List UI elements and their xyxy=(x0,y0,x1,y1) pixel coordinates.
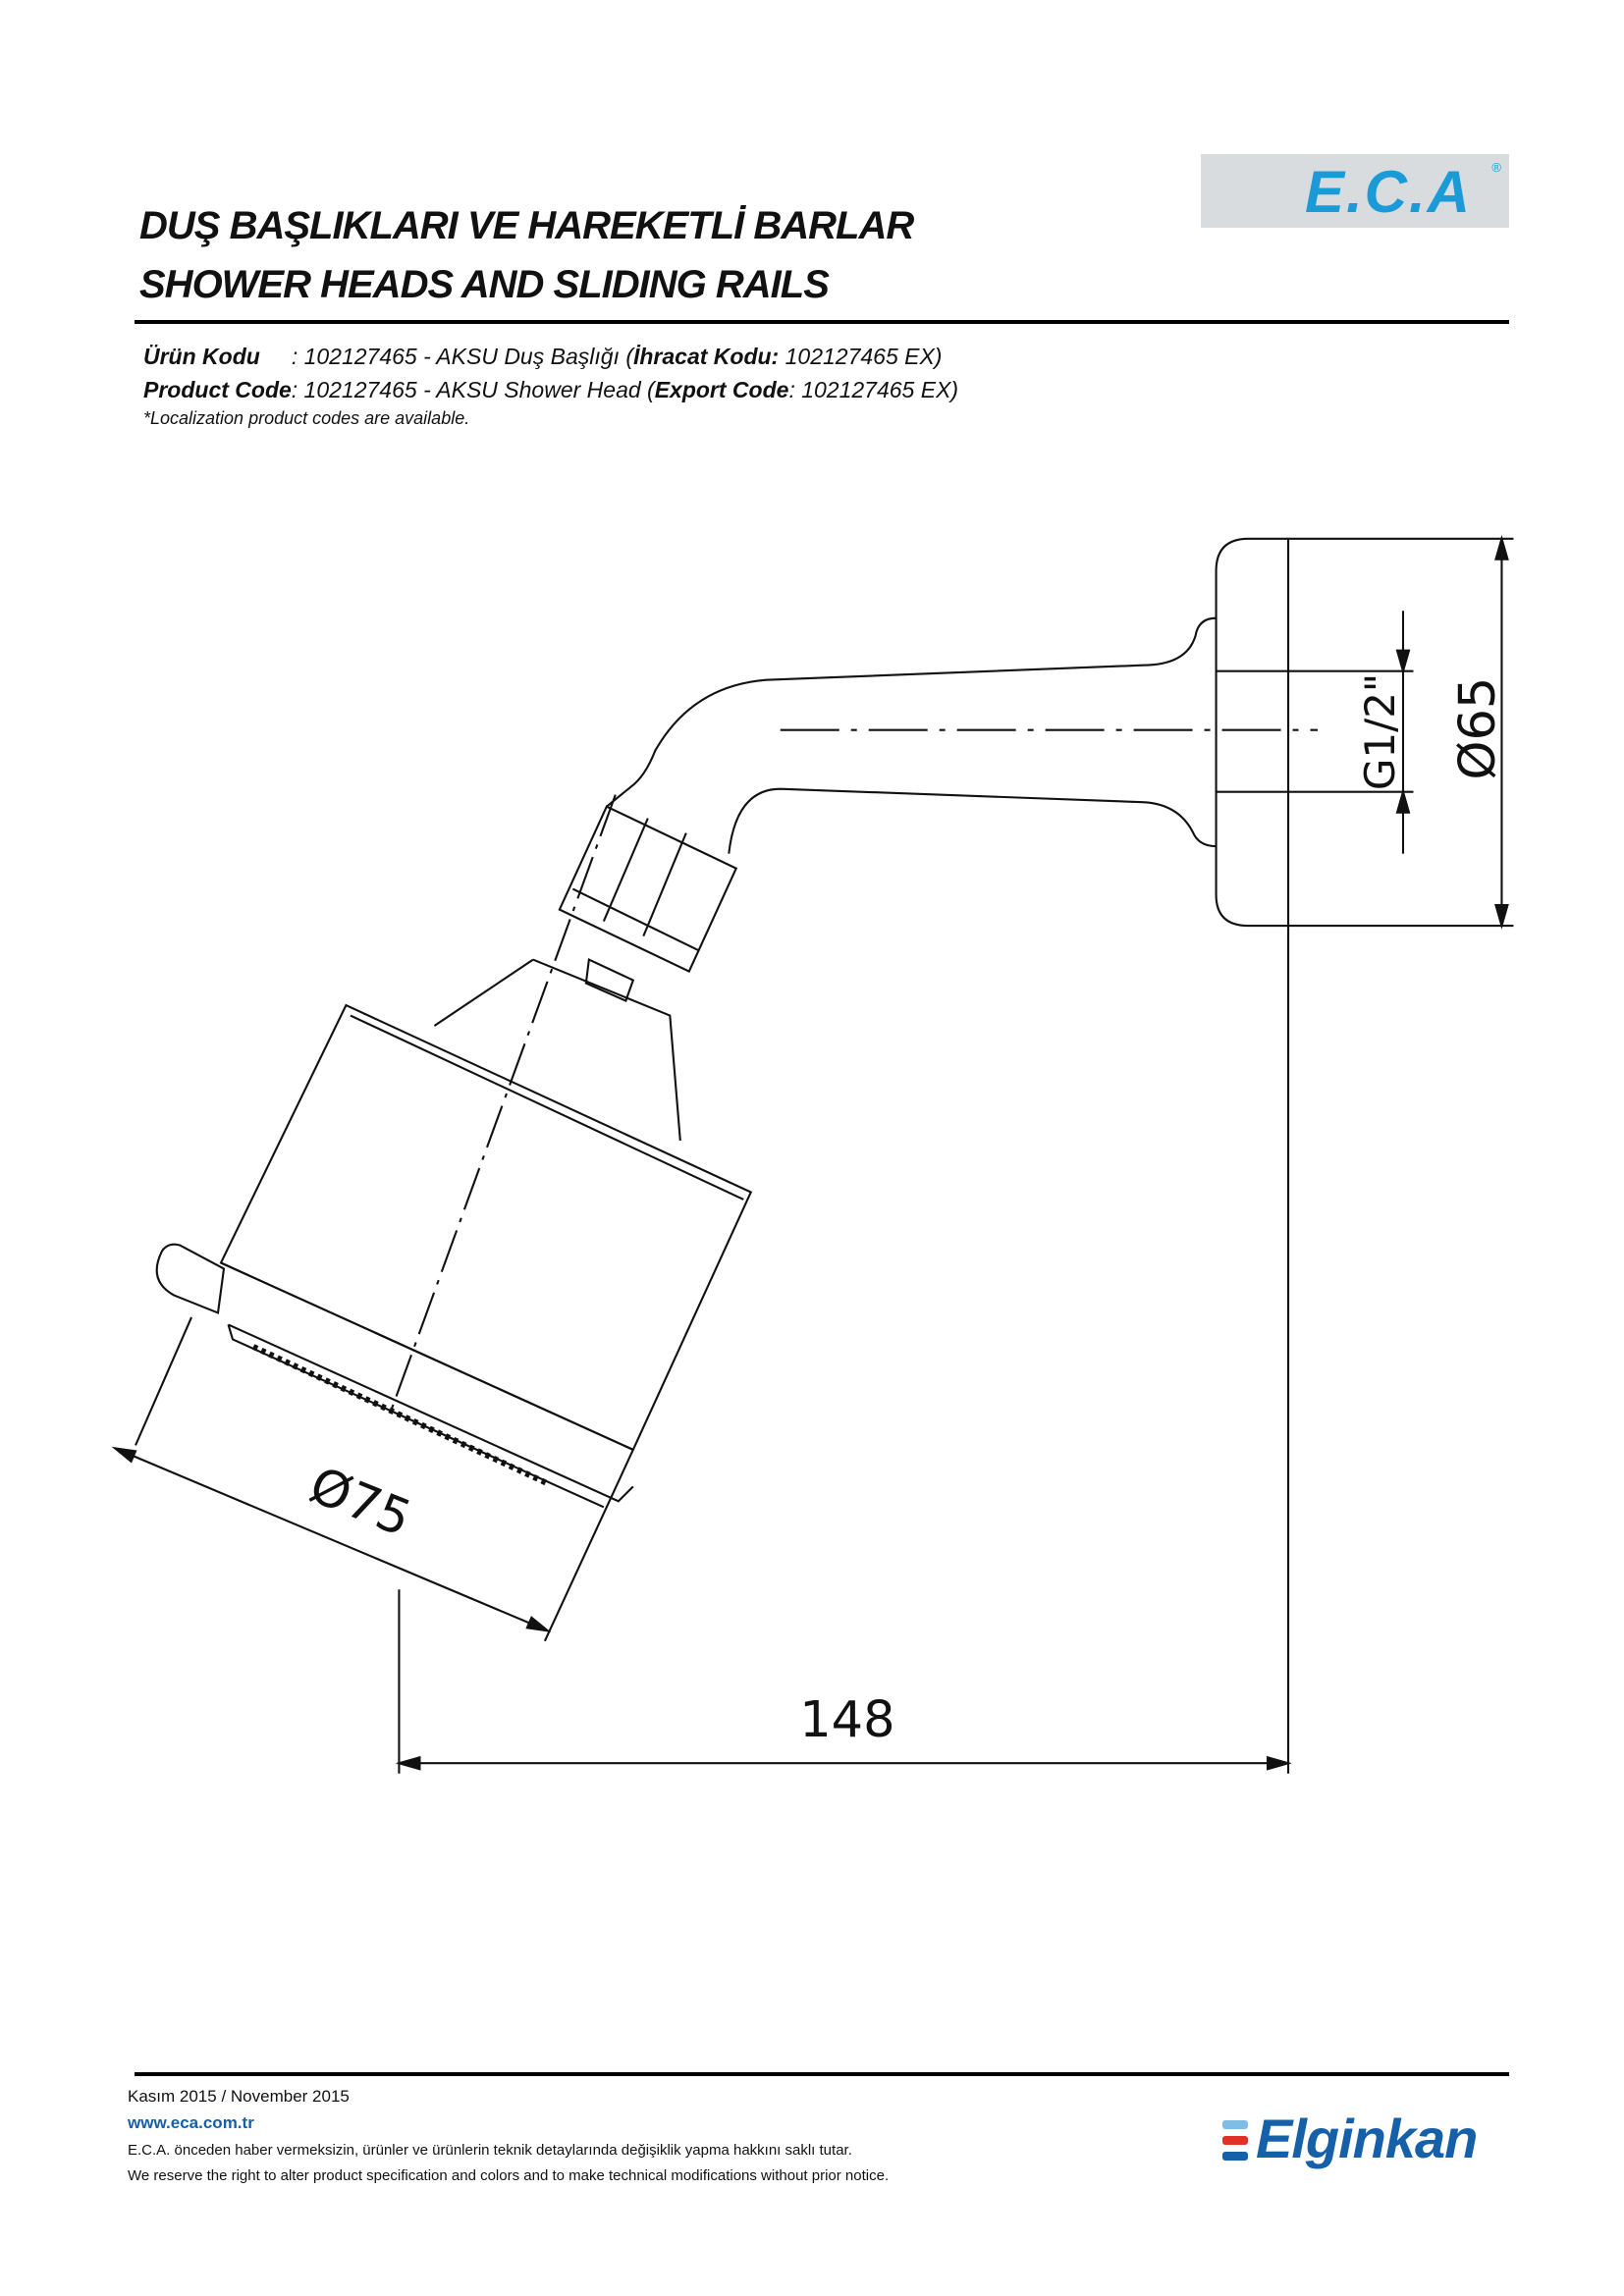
dim-thread: G1/2" xyxy=(1356,673,1404,790)
footer-date: Kasım 2015 / November 2015 xyxy=(128,2087,350,2106)
elginkan-logo-text: Elginkan xyxy=(1256,2108,1478,2169)
footer-divider xyxy=(135,2072,1509,2076)
product-code-en-value: : 102127465 - AKSU Shower Head ( xyxy=(291,377,655,402)
export-code-tr-value: 102127465 EX) xyxy=(779,344,943,369)
footer-website-link[interactable]: www.eca.com.tr xyxy=(128,2113,254,2132)
footer-disclaimer-en: We reserve the right to alter product sp… xyxy=(128,2167,890,2184)
localization-note: *Localization product codes are availabl… xyxy=(143,408,470,428)
title-tr: DUŞ BAŞLIKLARI VE HAREKETLİ BARLAR xyxy=(139,204,914,247)
spray-face xyxy=(227,1323,634,1509)
registered-icon: ® xyxy=(1491,160,1501,175)
lever-handle xyxy=(155,1243,226,1314)
export-code-en-label: Export Code xyxy=(654,377,789,402)
dim-flange-diameter: Ø65 xyxy=(1449,677,1507,780)
elginkan-logo: Elginkan xyxy=(1222,2108,1517,2177)
eca-logo-text: E.C.A xyxy=(1304,159,1472,225)
export-code-tr-label: İhracat Kodu: xyxy=(632,344,780,369)
shower-arm xyxy=(606,616,1217,854)
elginkan-bars-icon xyxy=(1222,2120,1248,2167)
product-code-tr: Ürün Kodu : 102127465 - AKSU Duş Başlığı … xyxy=(143,344,942,370)
header-divider xyxy=(135,320,1509,324)
product-code-en-label: Product Code xyxy=(143,377,292,402)
head-centerline xyxy=(389,794,617,1414)
product-code-tr-value: : 102127465 - AKSU Duş Başlığı ( xyxy=(291,344,633,369)
ball-joint xyxy=(584,958,635,1002)
product-code-tr-label: Ürün Kodu xyxy=(143,344,260,369)
head-cone xyxy=(433,958,681,1142)
footer-disclaimer-tr: E.C.A. önceden haber vermeksizin, ürünle… xyxy=(128,2142,852,2159)
export-code-en-value: : 102127465 EX) xyxy=(788,377,959,402)
product-code-en: Product Code: 102127465 - AKSU Shower He… xyxy=(143,377,958,403)
swivel-nut xyxy=(558,805,738,973)
eca-logo: E.C.A ® xyxy=(1201,154,1509,228)
dim-projection: 148 xyxy=(799,1691,894,1749)
title-en: SHOWER HEADS AND SLIDING RAILS xyxy=(139,263,830,306)
wall-flange xyxy=(1215,537,1289,928)
